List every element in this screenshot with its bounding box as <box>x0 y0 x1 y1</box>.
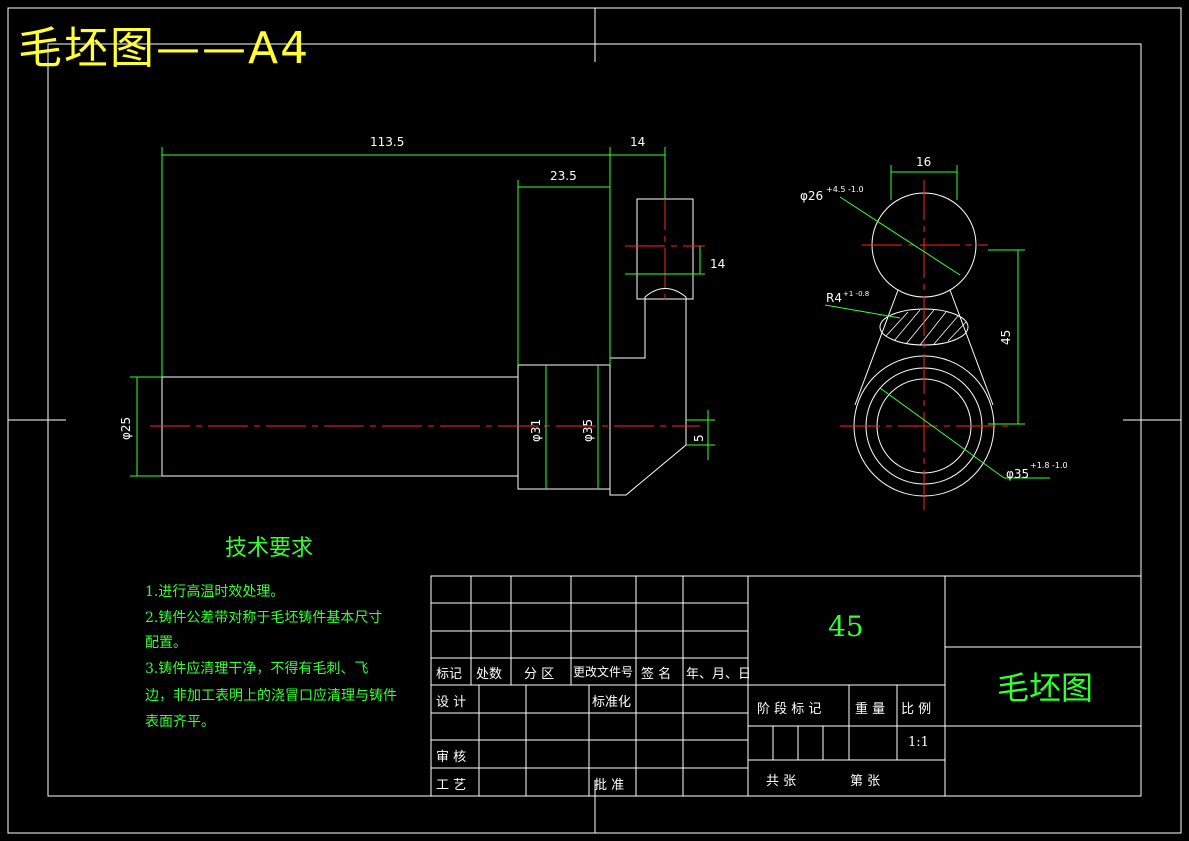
design-label: 设 计 <box>436 695 467 710</box>
dim-phi-31: φ31 <box>529 419 543 442</box>
weight-label: 重 量 <box>855 702 886 717</box>
process-label: 工 艺 <box>436 778 467 793</box>
dim-16: 16 <box>916 155 931 169</box>
dim-phi-25: φ25 <box>119 417 133 440</box>
dim-113-5: 113.5 <box>370 135 404 149</box>
title-block-grid <box>430 575 1142 797</box>
front-view-centerlines <box>150 190 705 427</box>
header-date: 年、月、日 <box>686 667 752 682</box>
scale-value: 1:1 <box>908 735 929 750</box>
section-hatch <box>885 309 967 346</box>
drawing-name: 毛坯图 <box>997 669 1094 707</box>
scale-label: 比 例 <box>901 702 932 717</box>
tech-req-line: 边，非加工表明上的浇冒口应清理与铸件 <box>145 688 397 704</box>
total-sheets-label: 共 张 <box>766 774 797 789</box>
review-label: 审 核 <box>436 750 467 765</box>
dim-45: 45 <box>999 330 1013 345</box>
front-view-dim-texts: 113.5 14 23.5 14 φ25 φ31 φ35 5 <box>119 135 725 442</box>
approve-label: 批 准 <box>594 778 625 793</box>
header-sign: 签 名 <box>641 667 672 682</box>
side-view-dimensions <box>824 165 1050 479</box>
dim-r4: R4 <box>826 291 842 305</box>
tech-req-line: 配置。 <box>145 635 187 651</box>
dim-23-5: 23.5 <box>550 169 577 183</box>
header-mark: 标记 <box>436 667 463 682</box>
dim-r4-tol: +1 -0.8 <box>843 290 869 298</box>
dim-phi-26-tol: +4.5 -1.0 <box>826 185 864 194</box>
tech-req-line: 表面齐平。 <box>145 714 215 730</box>
dim-phi-35-right: φ35 <box>1006 467 1029 481</box>
tech-req-line: 1.进行高温时效处理。 <box>145 584 285 600</box>
front-view-dimensions <box>130 147 715 489</box>
side-view-dim-texts: 16 φ26 +4.5 -1.0 R4 +1 -0.8 45 φ35 +1.8 … <box>800 155 1068 481</box>
header-count: 处数 <box>476 667 503 682</box>
header-zone: 分 区 <box>524 667 555 682</box>
dim-phi-26: φ26 <box>800 189 823 203</box>
tech-req-title: 技术要求 <box>225 536 314 561</box>
dim-phi-35-tol: +1.8 -1.0 <box>1030 461 1068 470</box>
stage-mark-label: 阶 段 标 记 <box>757 702 822 717</box>
dim-5: 5 <box>692 434 706 442</box>
material-value: 45 <box>828 610 864 643</box>
dim-14-top: 14 <box>630 135 645 149</box>
tech-req-line: 3.铸件应清理干净，不得有毛刺、飞 <box>145 661 369 677</box>
front-view-outline <box>161 198 694 496</box>
header-change-doc: 更改文件号 <box>573 665 634 679</box>
dim-phi-35: φ35 <box>581 419 595 442</box>
tech-req-line: 2.铸件公差带对称于毛坯铸件基本尺寸 <box>145 610 383 626</box>
standardization-label: 标准化 <box>592 695 632 710</box>
sheet-title: 毛坯图——A4 <box>18 23 311 74</box>
side-view-centerlines <box>840 180 1010 512</box>
sheet-number-label: 第 张 <box>850 774 881 789</box>
dim-14-side: 14 <box>710 257 725 271</box>
